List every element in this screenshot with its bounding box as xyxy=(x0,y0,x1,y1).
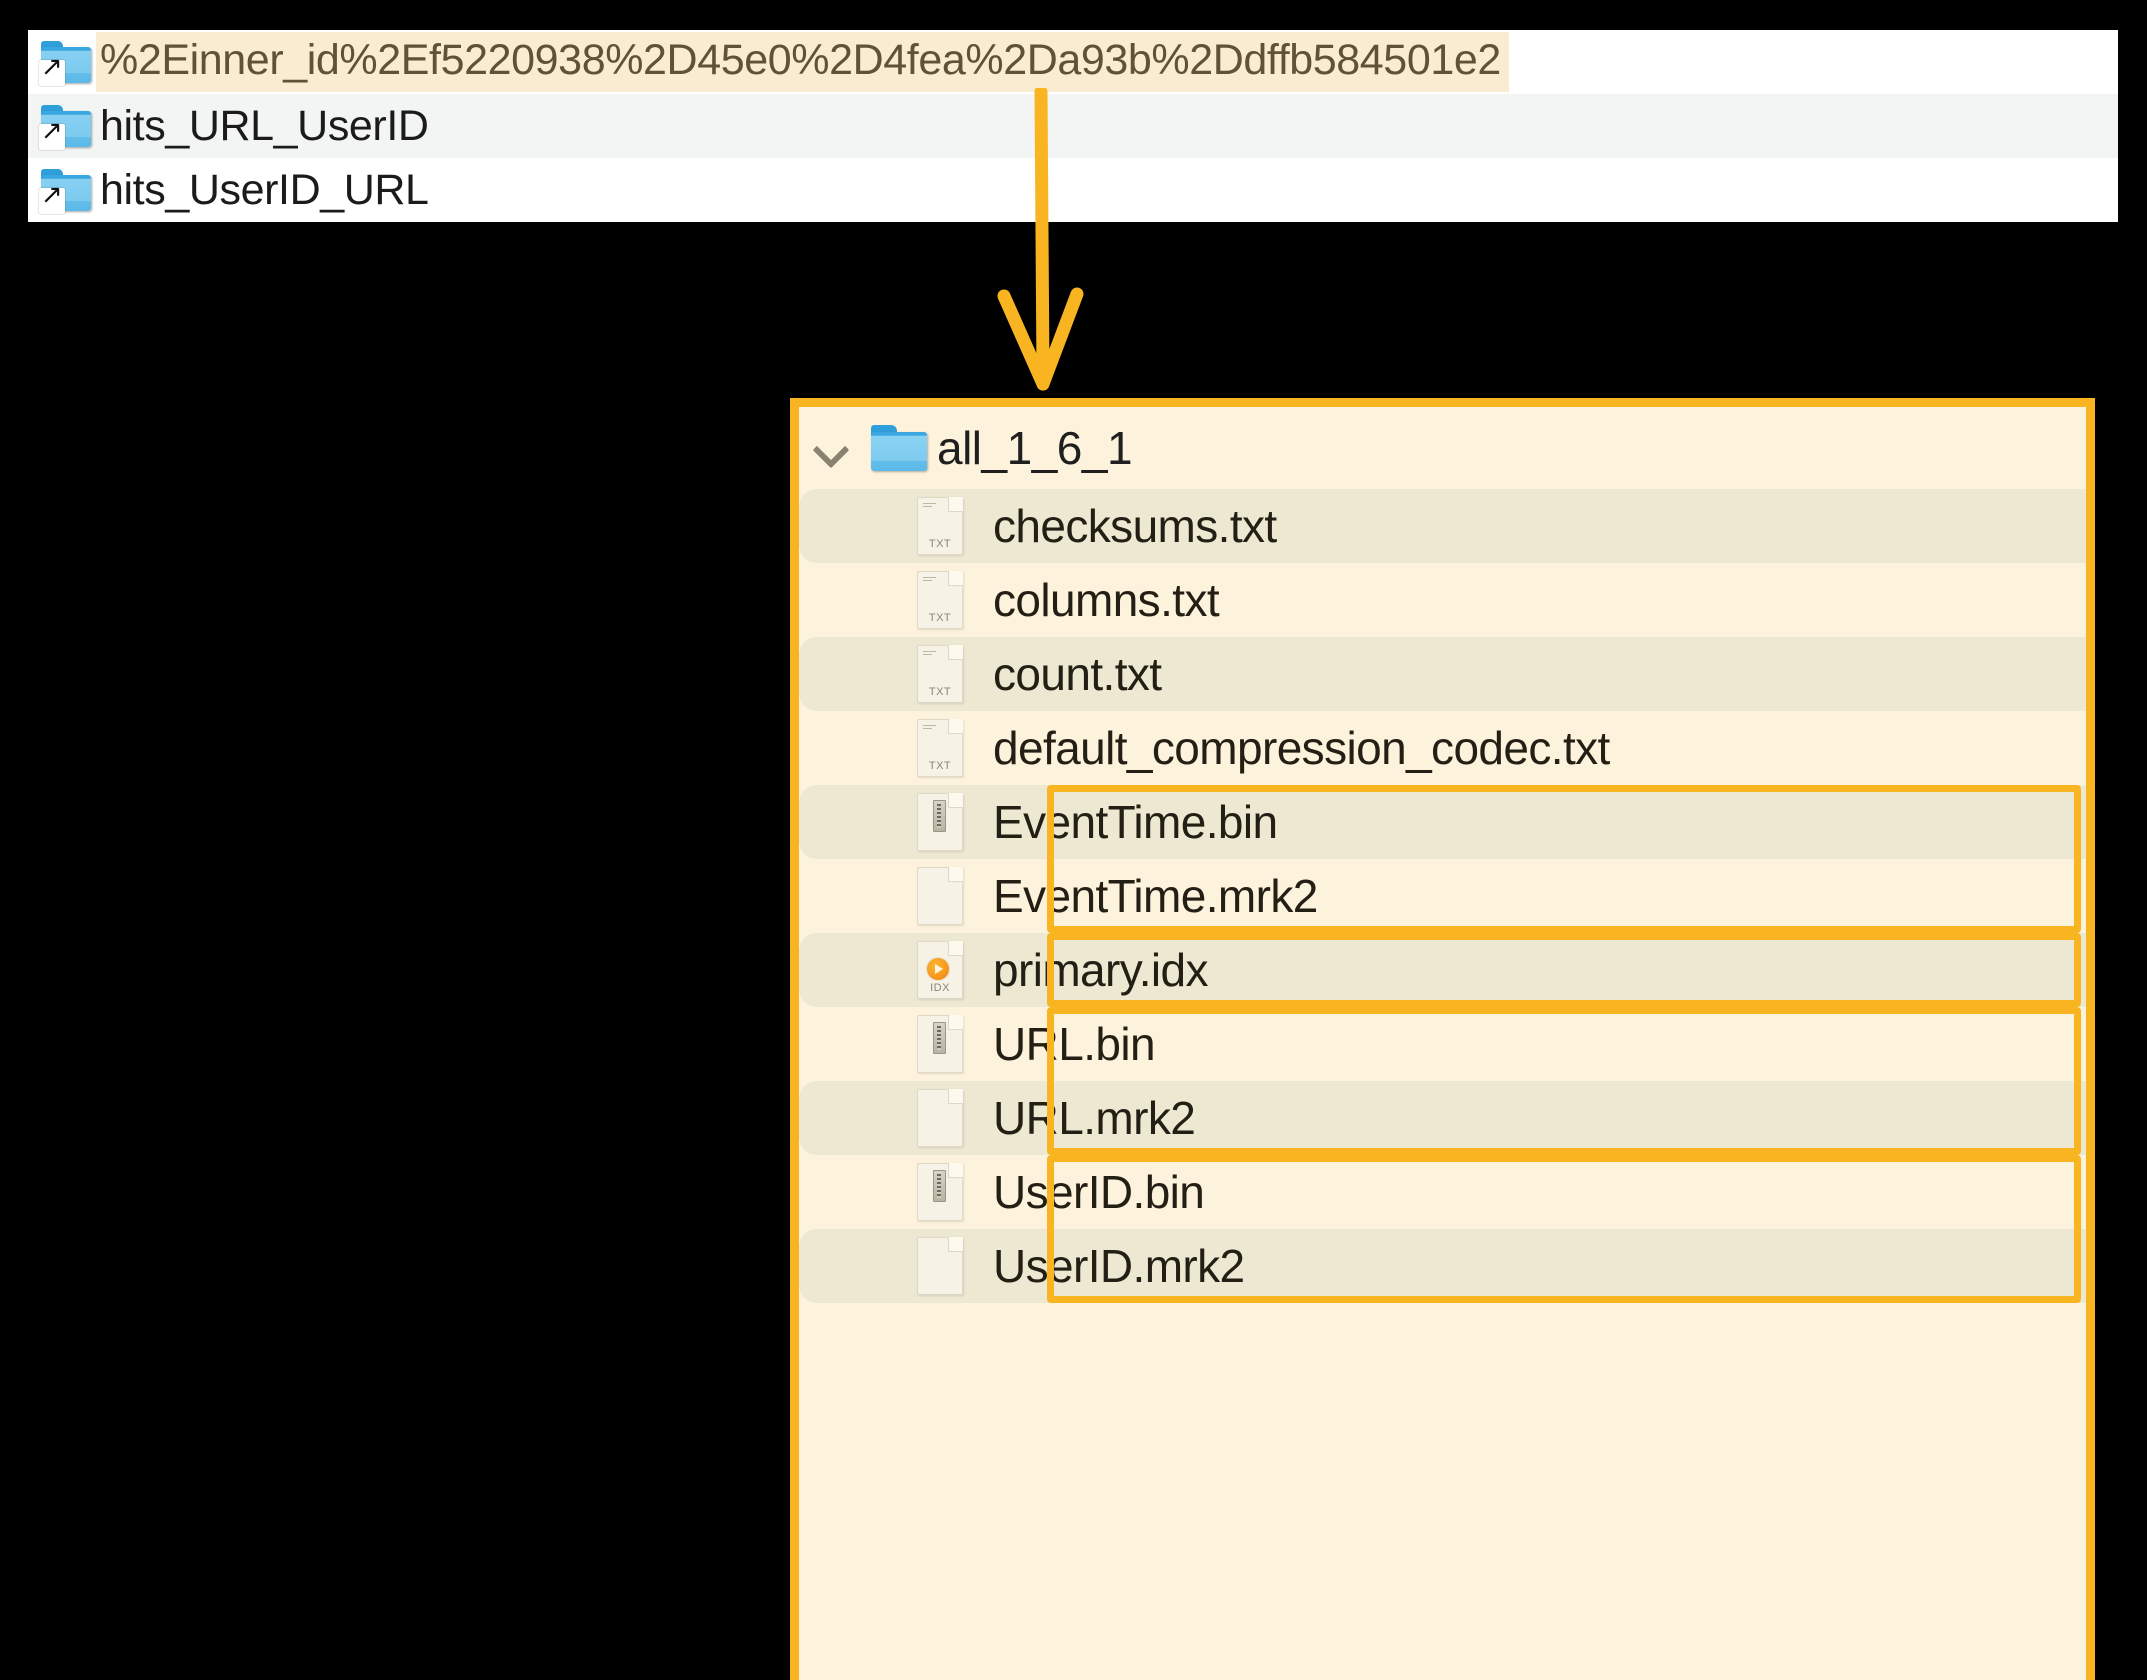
file-name-label: EventTime.mrk2 xyxy=(993,870,1318,922)
symlink-folder-list-panel: %2Einner_id%2Ef5220938%2D45e0%2D4fea%2Da… xyxy=(28,30,2118,222)
symlink-folder-row[interactable]: %2Einner_id%2Ef5220938%2D45e0%2D4fea%2Da… xyxy=(28,30,2118,94)
part-folder-header-row[interactable]: all_1_6_1 xyxy=(799,407,2086,489)
blank-file-icon xyxy=(909,1237,971,1295)
file-row[interactable]: TXT checksums.txt xyxy=(799,489,2086,563)
file-row[interactable]: TXT count.txt xyxy=(799,637,2086,711)
file-row[interactable]: UserID.mrk2 xyxy=(799,1229,2086,1303)
file-name-label: UserID.bin xyxy=(993,1166,1205,1218)
blank-file-icon xyxy=(909,1089,971,1147)
file-name-label: URL.mrk2 xyxy=(993,1092,1196,1144)
idx-file-icon: IDX xyxy=(909,941,971,999)
file-name-label: UserID.mrk2 xyxy=(993,1240,1245,1292)
folder-icon xyxy=(861,425,937,471)
symlink-folder-label: %2Einner_id%2Ef5220938%2D45e0%2D4fea%2Da… xyxy=(96,32,1509,92)
file-row[interactable]: TXT default_compression_codec.txt xyxy=(799,711,2086,785)
file-name-label: count.txt xyxy=(993,648,1162,700)
txt-file-icon: TXT xyxy=(909,719,971,777)
folder-shortcut-icon xyxy=(28,105,100,150)
file-name-label: URL.bin xyxy=(993,1018,1156,1070)
file-name-label: columns.txt xyxy=(993,574,1220,626)
file-name-label: checksums.txt xyxy=(993,500,1277,552)
file-row[interactable]: UserID.bin xyxy=(799,1155,2086,1229)
file-row[interactable]: EventTime.mrk2 xyxy=(799,859,2086,933)
symlink-folder-row[interactable]: hits_URL_UserID xyxy=(28,94,2118,158)
file-row[interactable]: IDX primary.idx xyxy=(799,933,2086,1007)
file-row[interactable]: EventTime.bin xyxy=(799,785,2086,859)
symlink-folder-label: hits_UserID_URL xyxy=(100,165,429,214)
file-name-label: default_compression_codec.txt xyxy=(993,722,1610,774)
file-row[interactable]: URL.mrk2 xyxy=(799,1081,2086,1155)
bin-file-icon xyxy=(909,793,971,851)
file-row[interactable]: URL.bin xyxy=(799,1007,2086,1081)
file-name-label: EventTime.bin xyxy=(993,796,1278,848)
txt-file-icon: TXT xyxy=(909,497,971,555)
symlink-folder-row[interactable]: hits_UserID_URL xyxy=(28,158,2118,222)
folder-shortcut-icon xyxy=(28,41,100,86)
file-name-label: primary.idx xyxy=(993,944,1209,996)
folder-shortcut-icon xyxy=(28,169,100,214)
symlink-folder-label: hits_URL_UserID xyxy=(100,101,429,150)
txt-file-icon: TXT xyxy=(909,571,971,629)
txt-file-icon: TXT xyxy=(909,645,971,703)
file-row[interactable]: TXT columns.txt xyxy=(799,563,2086,637)
bin-file-icon xyxy=(909,1015,971,1073)
bin-file-icon xyxy=(909,1163,971,1221)
blank-file-icon xyxy=(909,867,971,925)
chevron-down-icon[interactable] xyxy=(799,433,861,463)
part-folder-label: all_1_6_1 xyxy=(937,422,1133,474)
